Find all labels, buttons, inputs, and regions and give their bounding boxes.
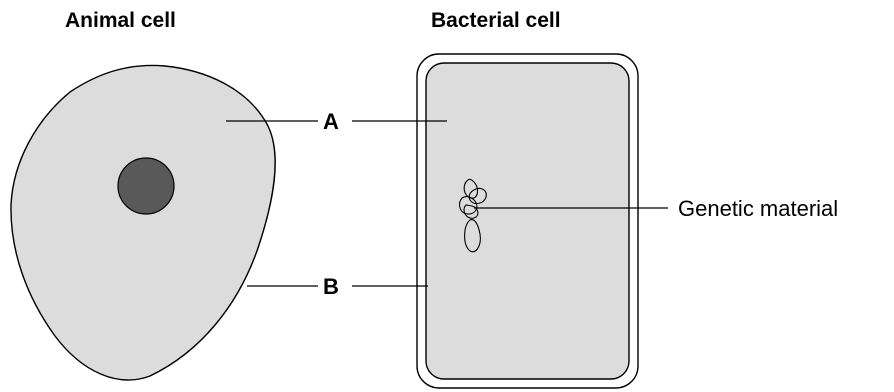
genetic-material-label: Genetic material	[678, 196, 838, 221]
bacterial-cell	[417, 54, 638, 388]
animal-cell-title: Animal cell	[65, 9, 176, 32]
animal-cell-membrane	[11, 65, 275, 380]
bacterial-cell-title: Bacterial cell	[431, 9, 561, 32]
label-b: B	[323, 274, 339, 299]
label-b-group: B	[247, 274, 428, 299]
label-a: A	[323, 109, 339, 134]
animal-cell-nucleus	[118, 158, 174, 214]
animal-cell	[11, 65, 275, 380]
bacterial-cell-cytoplasm	[426, 63, 629, 379]
